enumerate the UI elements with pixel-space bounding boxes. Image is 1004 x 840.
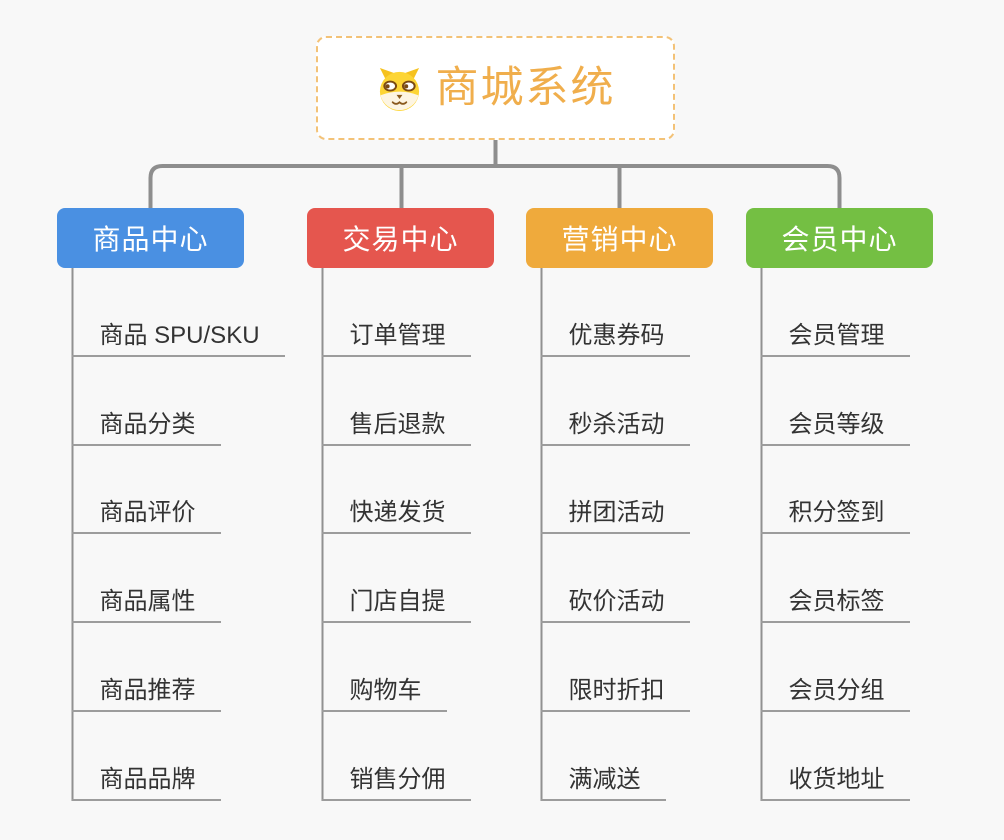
column-product-center: 商品 SPU/SKU 商品分类 商品评价 商品属性 商品推荐 商品品牌 [71, 268, 285, 801]
node-item[interactable]: 收货地址 [760, 767, 910, 801]
node-item[interactable]: 砍价活动 [540, 590, 690, 624]
branch-header-product-center[interactable]: 商品中心 [57, 208, 244, 268]
node-item[interactable]: 限时折扣 [540, 678, 690, 712]
node-item[interactable]: 会员等级 [760, 412, 910, 446]
dog-icon [376, 65, 423, 112]
node-item[interactable]: 售后退款 [321, 412, 471, 446]
node-item[interactable]: 商品分类 [71, 412, 221, 446]
node-item[interactable]: 商品推荐 [71, 678, 221, 712]
column-marketing-center: 优惠券码 秒杀活动 拼团活动 砍价活动 限时折扣 满减送 [540, 268, 690, 801]
root-node[interactable]: 商城系统 [316, 36, 675, 140]
node-item[interactable]: 会员管理 [760, 323, 910, 357]
node-item[interactable]: 销售分佣 [321, 767, 471, 801]
branch-header-marketing-center[interactable]: 营销中心 [526, 208, 713, 268]
node-item[interactable]: 购物车 [321, 678, 447, 712]
node-item[interactable]: 订单管理 [321, 323, 471, 357]
node-item[interactable]: 商品属性 [71, 590, 221, 624]
branch-header-trade-center[interactable]: 交易中心 [307, 208, 494, 268]
node-item[interactable]: 会员分组 [760, 678, 910, 712]
node-item[interactable]: 商品品牌 [71, 767, 221, 801]
column-member-center: 会员管理 会员等级 积分签到 会员标签 会员分组 收货地址 [760, 268, 910, 801]
node-item[interactable]: 拼团活动 [540, 501, 690, 535]
node-item[interactable]: 积分签到 [760, 501, 910, 535]
node-item[interactable]: 秒杀活动 [540, 412, 690, 446]
node-item[interactable]: 商品评价 [71, 501, 221, 535]
branch-header-member-center[interactable]: 会员中心 [746, 208, 933, 268]
root-title: 商城系统 [435, 63, 616, 112]
node-item[interactable]: 满减送 [540, 767, 666, 801]
column-trade-center: 订单管理 售后退款 快递发货 门店自提 购物车 销售分佣 [321, 268, 471, 801]
node-item[interactable]: 会员标签 [760, 590, 910, 624]
node-item[interactable]: 快递发货 [321, 501, 471, 535]
node-item[interactable]: 门店自提 [321, 590, 471, 624]
node-item[interactable]: 商品 SPU/SKU [71, 323, 285, 357]
node-item[interactable]: 优惠券码 [540, 323, 690, 357]
